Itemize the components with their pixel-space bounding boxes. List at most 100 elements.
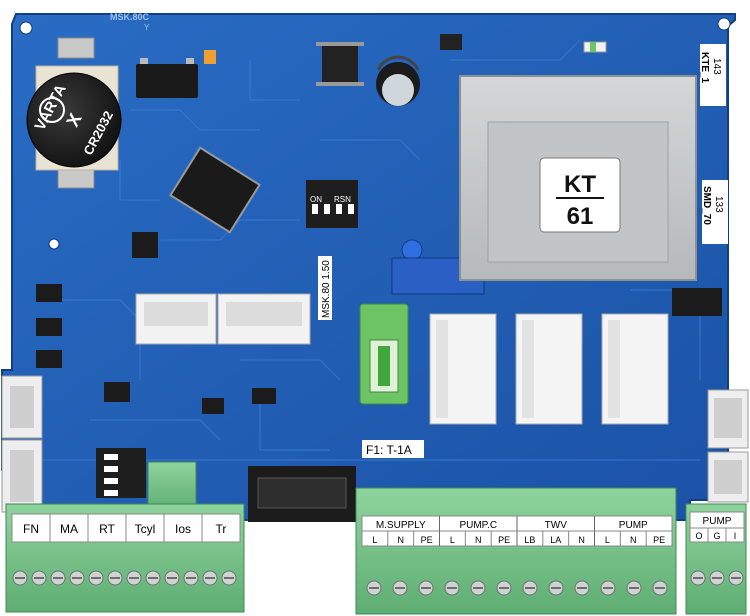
terminal-screw[interactable] [652,580,668,596]
terminal-pin-label: N [630,535,637,545]
mounting-hole [717,17,731,31]
left-terminal-block: FN MA RT Tcyl Ios Tr [5,503,245,613]
terminal-screw[interactable] [366,580,382,596]
terminal-screw[interactable] [69,570,85,586]
terminal-screw[interactable] [444,580,460,596]
ic-chip [36,318,62,336]
ic-chip [104,382,130,402]
ic-chip [440,34,462,50]
ic-chip [202,398,224,414]
ic-chip [132,232,158,258]
terminal-label: FN [23,522,39,536]
terminal-screw[interactable] [88,570,104,586]
terminal-pin-label: PE [653,535,665,545]
electrolytic-capacitor [376,55,420,106]
terminal-screw[interactable] [418,580,434,596]
terminal-pin-label: G [713,531,720,541]
terminal-screw[interactable] [392,580,408,596]
battery-logo-icon [39,97,65,123]
relay [429,313,497,425]
mounting-hole [19,21,33,35]
right-terminal-block: PUMP O G I [685,503,747,615]
silkscreen-board-id: MSK.80C [110,12,150,22]
battery-coin-cell [26,72,122,168]
terminal-screw[interactable] [202,570,218,586]
side-label-code-top: KTE_1 [699,52,710,84]
terminal-pin-label: N [475,535,482,545]
terminal-screw[interactable] [470,580,486,596]
terminal-screw[interactable] [709,570,725,586]
fuse-label: F1: T-1A [366,443,412,457]
board-version-label: MSK.80 1.50 [321,260,332,318]
terminal-pin-label: O [695,531,702,541]
terminal-pin-label: N [398,535,405,545]
ic-chip [252,388,276,404]
terminal-pin-label: L [605,535,610,545]
terminal-screw[interactable] [496,580,512,596]
terminal-label: Tcyl [135,522,156,536]
terminal-pin-label: LB [524,535,535,545]
black-component [136,64,198,98]
ic-chip [322,46,358,82]
terminal-label: RT [99,522,115,536]
fuse-holder [359,303,409,405]
terminal-screw[interactable] [728,570,744,586]
relay [601,313,669,425]
dip-on-label: ON [310,195,322,204]
terminal-pin-label: PE [498,535,510,545]
terminal-screw[interactable] [164,570,180,586]
side-label-number-mid: 133 [713,196,724,213]
pcb-traces [40,39,701,461]
ic-chip [36,284,62,302]
microcontroller [169,146,261,234]
side-label-number-top: 143 [711,58,722,75]
terminal-screw[interactable] [31,570,47,586]
dip-rsn-label: RSN [334,195,351,204]
transformer-label-bottom: 61 [567,203,594,230]
terminal-group-title: PUMP [619,520,648,531]
terminal-label: Tr [216,522,227,536]
terminal-pin-label: N [578,535,585,545]
orange-component [204,50,216,64]
dip-switch-block [96,448,146,498]
blue-capacitor [401,239,423,261]
terminal-screw[interactable] [626,580,642,596]
terminal-screw[interactable] [221,570,237,586]
terminal-screw[interactable] [690,570,706,586]
terminal-screw[interactable] [522,580,538,596]
terminal-screw[interactable] [548,580,564,596]
terminal-pin-label: L [372,535,377,545]
terminal-screw[interactable] [145,570,161,586]
terminal-screw[interactable] [574,580,590,596]
terminal-group-title: TWV [545,520,568,531]
silkscreen-y: Y [144,23,150,32]
terminal-screw[interactable] [600,580,616,596]
terminal-group-title: PUMP.C [459,520,497,531]
battery-holder: VARTA X CR2032 [26,37,122,189]
small-green-connector [147,461,197,511]
terminal-label: Ios [175,522,191,536]
side-label-code-mid: SMD_70 [701,186,712,225]
terminal-pin-label: L [450,535,455,545]
terminal-screw[interactable] [126,570,142,586]
terminal-pin-label: PE [421,535,433,545]
mounting-hole [48,238,60,250]
transformer: KT 61 [459,75,697,281]
terminal-label: MA [60,522,78,536]
ic-chip [36,350,62,368]
ic-chip [672,288,722,316]
transformer-label-top: KT [564,171,596,198]
terminal-screw[interactable] [12,570,28,586]
right-terminal-title: PUMP [703,516,732,527]
black-box-header [248,466,356,522]
terminal-pin-label: LA [550,535,561,545]
terminal-screw[interactable] [183,570,199,586]
terminal-screw[interactable] [50,570,66,586]
relay [515,313,583,425]
terminal-screw[interactable] [107,570,123,586]
terminal-group-title: M.SUPPLY [376,520,426,531]
terminal-pin-label: I [734,531,737,541]
